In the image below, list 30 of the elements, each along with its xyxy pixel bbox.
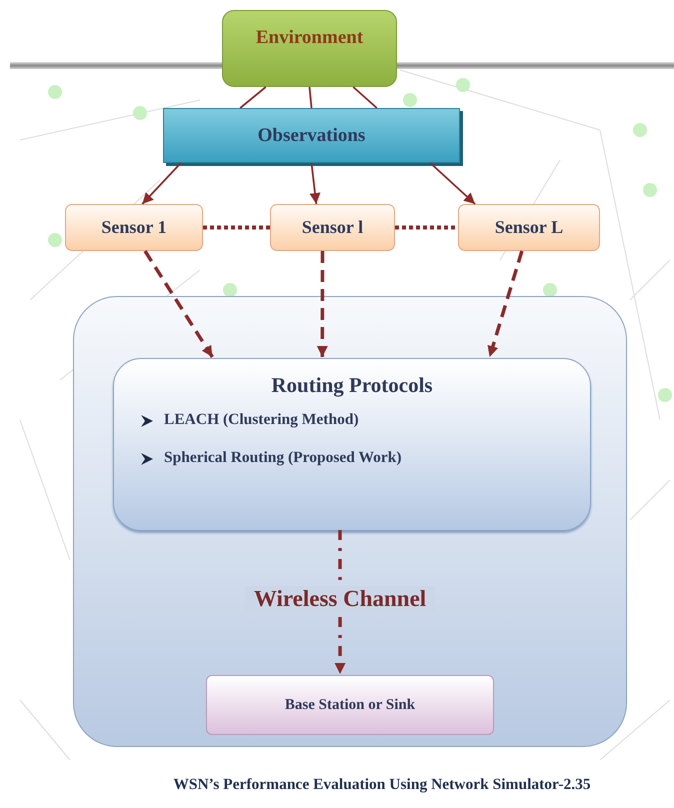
caption: WSN’s Performance Evaluation Using Network Simulator-2.35	[172, 776, 592, 794]
node-label: Sensor 1	[101, 217, 167, 238]
process-box	[163, 108, 460, 163]
connector-line	[308, 86, 312, 108]
connector-line	[203, 226, 270, 230]
list-item-text: LEACH (Clustering Method)	[164, 411, 359, 428]
heading-text: Routing Protocols	[271, 373, 433, 397]
sensor-box	[270, 204, 395, 251]
arrow	[316, 251, 328, 357]
arrow	[310, 162, 320, 204]
node-label: Observations	[258, 124, 366, 146]
edge-label: Wireless Channel	[245, 586, 436, 612]
rounded-box	[222, 10, 397, 87]
node-label: Sensor l	[302, 217, 364, 238]
node-label: Environment	[256, 27, 364, 49]
arrow	[144, 250, 214, 358]
arrow	[488, 250, 524, 358]
connector-line	[240, 86, 266, 109]
channel-container-box	[73, 296, 627, 747]
protocol-box	[113, 358, 591, 531]
connector-line	[395, 226, 458, 230]
sensor-box	[65, 204, 203, 251]
list-item-text: Spherical Routing (Proposed Work)	[164, 449, 402, 466]
sensor-box	[458, 204, 600, 251]
sink-box	[206, 675, 494, 735]
connector-line	[352, 86, 378, 109]
arrow	[142, 162, 182, 205]
arrow	[430, 162, 476, 205]
node-label: Sensor L	[494, 217, 564, 238]
node-label: Base Station or Sink	[284, 696, 416, 714]
